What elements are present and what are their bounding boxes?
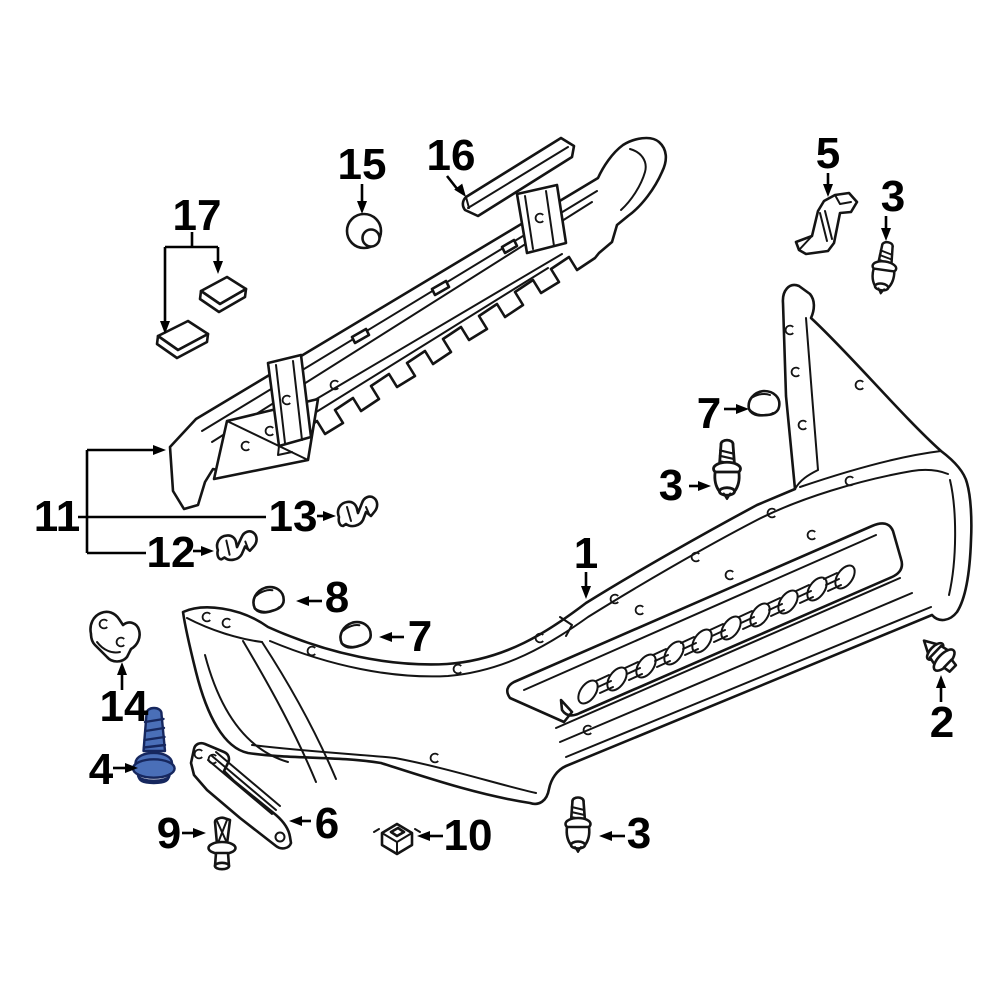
- callout-12[interactable]: 12: [147, 528, 196, 577]
- callout-9[interactable]: 9: [157, 809, 181, 858]
- callout-7-left[interactable]: 7: [408, 612, 432, 661]
- part-3-bolt-middle-drawing[interactable]: [712, 438, 742, 501]
- part-8-cap-drawing[interactable]: [249, 583, 288, 616]
- callout-4[interactable]: 4: [89, 745, 114, 794]
- callout-17[interactable]: 17: [173, 191, 222, 240]
- callout-13[interactable]: 13: [269, 492, 318, 541]
- bumper-cover-drawing[interactable]: [181, 283, 973, 806]
- callout-15[interactable]: 15: [338, 140, 387, 189]
- part-4-screw-highlighted[interactable]: [131, 706, 176, 785]
- part-15-grommet-drawing[interactable]: [345, 212, 383, 250]
- part-17-pads-drawing[interactable]: [155, 275, 248, 360]
- part-9-push-pin-drawing[interactable]: [207, 816, 237, 871]
- callout-5[interactable]: 5: [816, 129, 840, 178]
- callout-16[interactable]: 16: [427, 131, 476, 180]
- callout-10[interactable]: 10: [444, 811, 493, 860]
- part-13-clip-drawing[interactable]: [336, 495, 379, 528]
- callout-6[interactable]: 6: [315, 799, 339, 848]
- part-7-cap-right-drawing[interactable]: [747, 389, 781, 417]
- part-3-bolt-bottom-drawing[interactable]: [564, 796, 592, 854]
- callout-1[interactable]: 1: [574, 529, 598, 578]
- leader-lines: [78, 173, 946, 841]
- callout-3-middle[interactable]: 3: [659, 461, 683, 510]
- callout-3-top[interactable]: 3: [881, 172, 905, 221]
- callout-8[interactable]: 8: [325, 573, 349, 622]
- impact-bar-drawing[interactable]: [168, 136, 668, 511]
- callout-7-right[interactable]: 7: [697, 389, 721, 438]
- part-12-clip-drawing[interactable]: [215, 528, 259, 563]
- part-3-bolt-top-drawing[interactable]: [867, 239, 901, 297]
- callout-3-bottom[interactable]: 3: [627, 809, 651, 858]
- part-5-bracket-drawing[interactable]: [794, 191, 859, 256]
- callout-2[interactable]: 2: [930, 698, 954, 747]
- part-14-bracket-drawing[interactable]: [89, 610, 141, 663]
- callout-14[interactable]: 14: [100, 682, 149, 731]
- part-6-bracket-drawing[interactable]: [189, 741, 293, 850]
- part-16-strip-drawing[interactable]: [461, 136, 576, 218]
- callout-11[interactable]: 11: [34, 492, 81, 541]
- part-2-clip-drawing[interactable]: [915, 631, 963, 678]
- part-7-cap-left-drawing[interactable]: [336, 618, 375, 651]
- part-10-clip-drawing[interactable]: [373, 822, 421, 856]
